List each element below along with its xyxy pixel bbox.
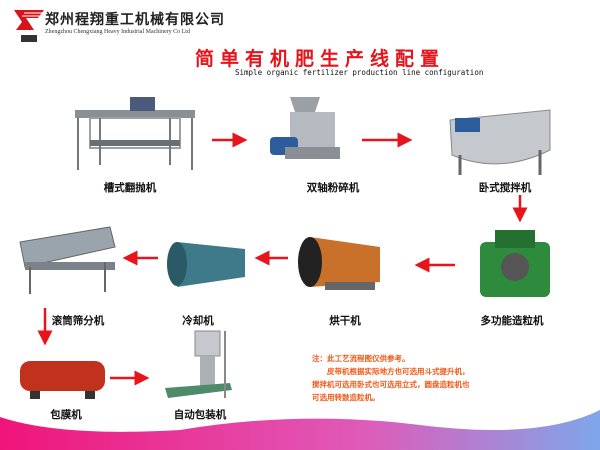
machine-label-dryer: 烘干机 [329, 315, 361, 327]
multi-function-granulator-image [480, 230, 550, 297]
auto-packing-machine-image [165, 330, 232, 398]
company-name-cn: 郑州程翔重工机械有限公司 [45, 12, 225, 28]
note-line-1: 注：此工艺流程图仅供参考。 [312, 354, 410, 363]
horizontal-mixer-image [449, 109, 551, 175]
page-title: 简单有机肥生产线配置 [195, 48, 446, 70]
company-logo [14, 10, 44, 42]
machine-label-packing: 自动包装机 [173, 409, 227, 421]
double-shaft-crusher-image [270, 97, 340, 159]
rotary-dryer-image [298, 237, 380, 290]
machine-label-crusher: 双轴粉碎机 [306, 182, 360, 194]
machine-label-cooler: 冷却机 [182, 315, 214, 327]
company-name-en: Zhengzhou Chengxiang Heavy Industrial Ma… [45, 29, 190, 35]
machine-label-mixer: 卧式搅拌机 [478, 182, 532, 194]
bottom-wave-decoration [0, 410, 600, 450]
coating-machine-image [20, 361, 105, 399]
page-subtitle: Simple organic fertilizer production lin… [235, 68, 484, 77]
machine-label-trough-turner: 槽式翻抛机 [103, 182, 157, 194]
rotary-cooler-image [167, 242, 245, 287]
drum-screener-image [19, 226, 116, 294]
machine-label-screener: 滚筒筛分机 [51, 315, 105, 327]
machine-label-granulator: 多功能造粒机 [480, 315, 544, 327]
trough-turner-image [75, 97, 195, 170]
note-line-2: 皮带机根据实际地方也可选用斗式提升机，搅拌机可选用卧式也可选用立式，圆盘造粒机也… [312, 367, 470, 402]
machine-label-coating: 包膜机 [50, 409, 82, 421]
process-note: 注：此工艺流程图仅供参考。 皮带机根据实际地方也可选用斗式提升机，搅拌机可选用卧… [312, 352, 474, 404]
